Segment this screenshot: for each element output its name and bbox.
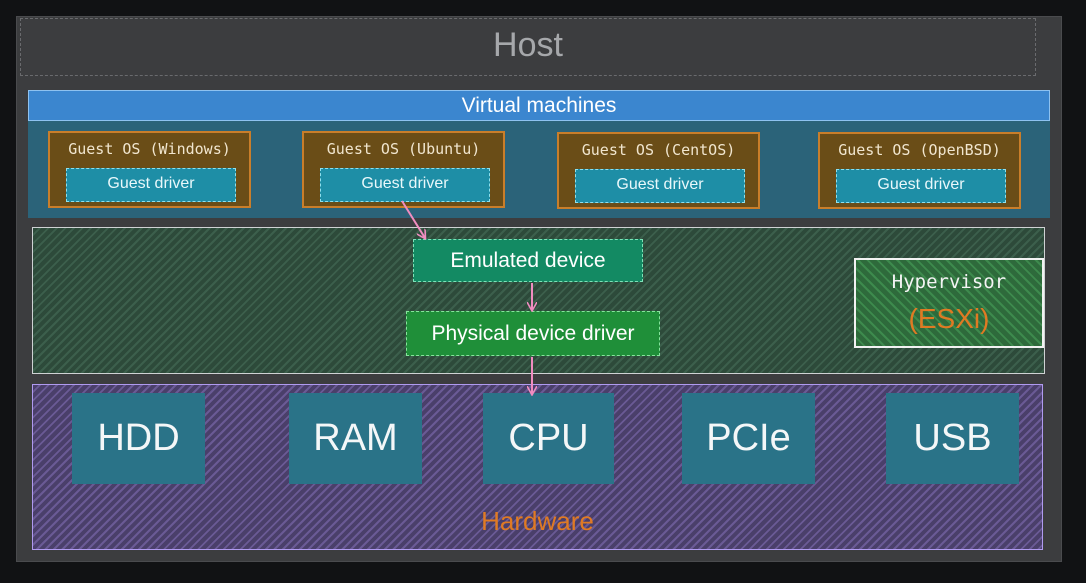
hypervisor-box: Hypervisor (ESXi) [854, 258, 1044, 348]
host-title: Host [493, 26, 563, 64]
hardware-usb: USB [886, 393, 1019, 484]
hardware-hdd: HDD [72, 393, 205, 484]
guest-os-title: Guest OS (CentOS) [581, 141, 736, 159]
hardware-label: Hardware [481, 506, 594, 536]
hardware-cpu: CPU [483, 393, 614, 484]
guest-os-title: Guest OS (Ubuntu) [326, 140, 481, 158]
physical-device-driver: Physical device driver [406, 311, 660, 356]
hardware-ram: RAM [289, 393, 422, 484]
virtual-machines-bar: Virtual machines [28, 90, 1050, 121]
host-bar [20, 18, 1036, 76]
guest-os-openbsd: Guest OS (OpenBSD) Guest driver [818, 132, 1021, 209]
guest-driver: Guest driver [836, 169, 1006, 203]
guest-os-windows: Guest OS (Windows) Guest driver [48, 131, 251, 208]
guest-os-title: Guest OS (Windows) [68, 140, 231, 158]
hypervisor-label: Hypervisor [891, 271, 1007, 293]
emulated-device: Emulated device [413, 239, 643, 282]
guest-os-title: Guest OS (OpenBSD) [838, 141, 1001, 159]
guest-os-ubuntu: Guest OS (Ubuntu) Guest driver [302, 131, 505, 208]
hardware-pcie: PCIe [682, 393, 815, 484]
guest-driver: Guest driver [66, 168, 236, 202]
guest-driver: Guest driver [320, 168, 490, 202]
hypervisor-esxi-label: (ESXi) [908, 303, 990, 334]
guest-os-centos: Guest OS (CentOS) Guest driver [557, 132, 760, 209]
guest-driver: Guest driver [575, 169, 745, 203]
